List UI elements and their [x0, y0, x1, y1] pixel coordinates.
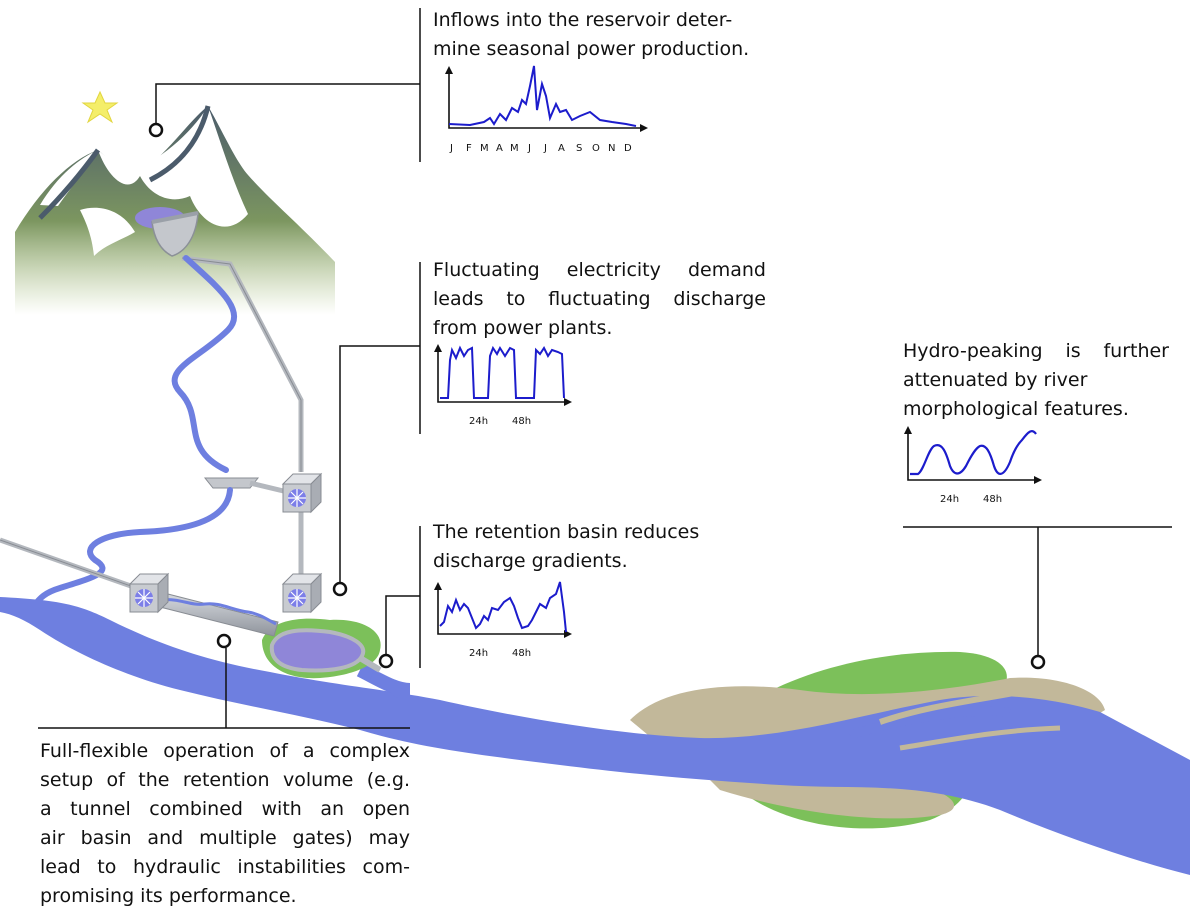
callout-morphology: Hydro-peaking is further attenuated by r…: [903, 340, 1169, 420]
month-label: F: [466, 143, 472, 154]
month-label: M: [480, 143, 489, 154]
demand-hydrograph: [440, 345, 565, 399]
diversion-power-plant: [128, 572, 170, 614]
marker-river-morphology: [1030, 654, 1046, 670]
retention-discharge-chart: 24h 48h: [434, 581, 572, 659]
upper-power-plant: [281, 472, 323, 514]
month-label: J: [527, 143, 531, 154]
time-tick-label: 24h: [469, 648, 488, 659]
time-tick-label: 48h: [983, 494, 1002, 505]
lower-stream: [27, 487, 233, 613]
river: [0, 597, 1190, 875]
callout-retention: The retention basin reduces discharge gr…: [433, 521, 700, 572]
sun-icon: [81, 90, 119, 124]
marker-retention-basin: [378, 653, 394, 669]
mountain-stream: [171, 255, 237, 473]
retention-hydrograph: [439, 581, 567, 633]
month-label: A: [496, 143, 503, 154]
month-label: D: [624, 143, 632, 154]
time-tick-label: 24h: [469, 416, 488, 427]
month-label: M: [510, 143, 519, 154]
month-label: J: [543, 143, 547, 154]
intake-weir-icon: [203, 477, 260, 489]
morphology-hydrograph: [910, 430, 1037, 476]
time-tick-label: 24h: [940, 494, 959, 505]
retention-basin: [269, 628, 366, 673]
leader-lines: [38, 8, 1172, 729]
month-label: N: [608, 143, 615, 154]
lower-power-plant: [281, 572, 323, 614]
time-tick-label: 48h: [512, 648, 531, 659]
callout-operation: Full-flexible operation of a complex set…: [40, 740, 410, 907]
dam-icon: [151, 212, 199, 257]
seasonal-inflow-chart: J F M A M J J A S O N D: [445, 65, 648, 154]
month-label: O: [592, 143, 600, 154]
demand-discharge-chart: 24h 48h: [434, 344, 572, 427]
morphology-discharge-chart: 24h 48h: [904, 426, 1042, 505]
callout-inflows: Inflows into the reservoir deter- mine s…: [433, 9, 750, 60]
retention-tunnel: [155, 591, 279, 637]
seasonal-hydrograph: [448, 65, 637, 127]
month-label: J: [449, 143, 453, 154]
callout-demand: Fluctuating electricity demand leads to …: [433, 259, 766, 339]
time-tick-label: 48h: [512, 416, 531, 427]
month-label: A: [558, 143, 565, 154]
marker-tunnel: [216, 633, 232, 649]
month-label: S: [576, 143, 582, 154]
marker-reservoir: [148, 122, 164, 138]
marker-power-plant: [332, 581, 348, 597]
